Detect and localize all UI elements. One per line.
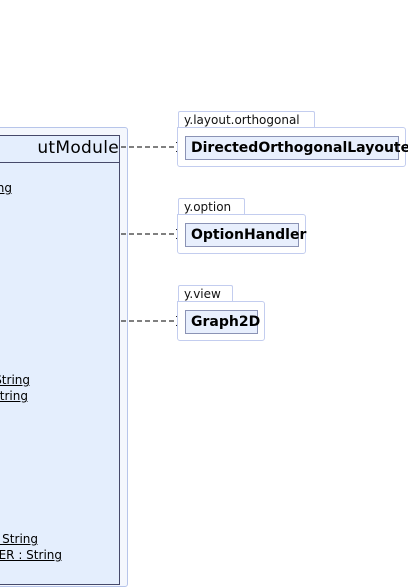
class-attribute: tring: [0, 389, 28, 403]
class-attribute: ER : String: [0, 548, 62, 562]
class-option-handler[interactable]: OptionHandler: [185, 223, 306, 247]
package-tab-view: y.view: [178, 285, 233, 302]
class-directed-orthogonal-layouter[interactable]: DirectedOrthogonalLayouter: [185, 136, 408, 160]
dependency-edges: [121, 0, 408, 567]
main-class-header: [0, 135, 120, 163]
package-tab-layout-orthogonal: y.layout.orthogonal: [178, 111, 315, 128]
package-tab-option: y.option: [178, 198, 245, 215]
class-attribute: String: [0, 373, 30, 387]
class-graph2d[interactable]: Graph2D: [185, 310, 260, 334]
class-attribute: ng: [0, 181, 12, 195]
class-attribute: : String: [0, 532, 38, 546]
main-class-title: utModule: [37, 138, 119, 158]
main-class-box[interactable]: [0, 135, 120, 585]
